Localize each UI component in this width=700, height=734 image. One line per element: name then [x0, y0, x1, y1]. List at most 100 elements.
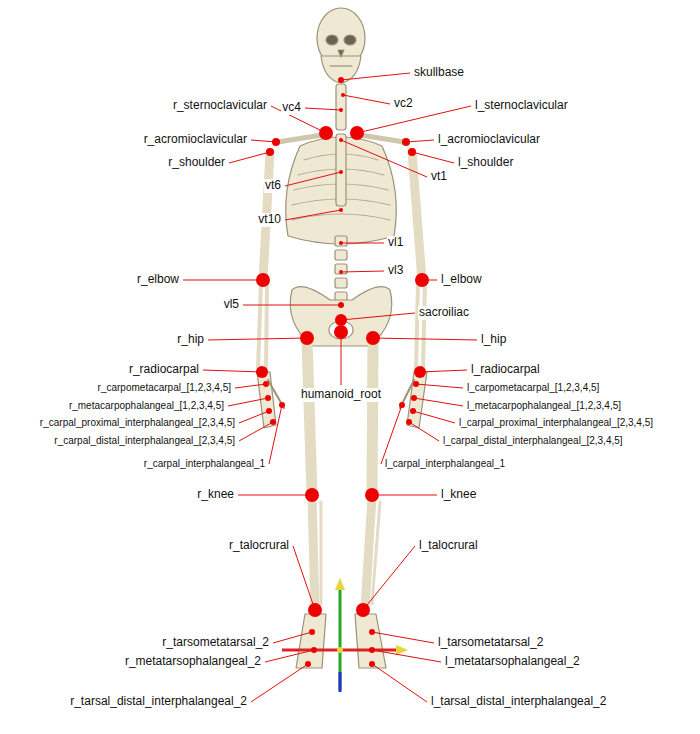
leader-line	[228, 398, 268, 406]
leader-line	[343, 95, 390, 104]
joint-label: l_metatarsophalangeal_2	[444, 655, 581, 669]
joint-label: vt1	[430, 170, 448, 184]
leader-line	[273, 632, 312, 643]
joint-dot	[266, 148, 274, 156]
joint-dot	[305, 488, 319, 502]
leader-line	[416, 384, 463, 388]
joint-dot	[369, 661, 375, 667]
leader-line	[305, 108, 341, 110]
joint-label: l_acromioclavicular	[437, 133, 541, 147]
joint-label: r_metacarpophalangeal_[1,2,3,4,5]	[68, 400, 225, 412]
leader-line	[341, 313, 415, 320]
leader-line	[341, 73, 410, 80]
leader-line	[341, 140, 427, 177]
joint-dot	[256, 273, 270, 287]
joint-label: r_tarsometatarsal_2	[161, 636, 270, 650]
joint-dot	[369, 647, 375, 653]
joint-label: r_hip	[176, 333, 205, 347]
leader-line	[238, 495, 312, 496]
leader-line	[229, 152, 270, 163]
joint-label: l_sternoclavicular	[474, 99, 569, 113]
joint-dot	[335, 314, 347, 326]
joint-dot	[341, 93, 345, 97]
joint-dot	[365, 488, 379, 502]
joint-label: vl3	[387, 264, 404, 278]
joint-label: l_carpal_proximal_interphalangeal_[2,3,4…	[458, 417, 654, 429]
joint-dot	[406, 419, 412, 425]
joint-label: vl1	[387, 236, 404, 250]
leader-line	[285, 210, 341, 220]
leader-line	[341, 332, 342, 385]
joint-dot	[410, 408, 416, 414]
leader-line	[420, 370, 467, 372]
leader-line	[251, 664, 308, 702]
joint-label: l_tarsal_distal_interphalangeal_2	[430, 695, 607, 709]
joint-label: humanoid_root	[300, 388, 382, 402]
joint-dot	[339, 138, 343, 142]
joint-label: l_hip	[480, 333, 507, 347]
leader-line	[372, 495, 437, 496]
leader-line	[208, 338, 307, 340]
joint-label: vc2	[393, 97, 414, 111]
joint-label: l_elbow	[440, 273, 483, 287]
joint-dot	[300, 331, 314, 345]
leader-line	[357, 106, 471, 133]
joint-label: l_tarsometatarsal_2	[437, 636, 544, 650]
joint-dot	[408, 148, 416, 156]
joint-label: r_metatarsophalangeal_2	[124, 655, 262, 669]
joint-label: vt6	[264, 179, 282, 193]
leader-line	[413, 411, 455, 423]
joint-label: r_carpal_distal_interphalangeal_[2,3,4,5…	[53, 435, 236, 447]
joint-dot	[265, 395, 271, 401]
joint-label: r_carpal_proximal_interphalangeal_[2,3,4…	[39, 417, 236, 429]
leader-line	[239, 411, 269, 423]
joint-dot	[414, 366, 426, 378]
joint-dot	[366, 331, 380, 345]
joint-label: vc4	[281, 101, 302, 115]
joint-dot	[402, 138, 410, 146]
leader-line	[414, 398, 463, 406]
joint-label: r_radiocarpal	[128, 363, 200, 377]
joint-dot	[369, 629, 375, 635]
leader-line	[269, 405, 282, 464]
joint-label: l_carpal_interphalangeal_1	[384, 458, 506, 470]
joint-label: r_elbow	[136, 273, 180, 287]
leader-line	[293, 546, 315, 610]
joint-dot	[338, 302, 344, 308]
joint-dot	[334, 325, 348, 339]
joint-dot	[319, 126, 333, 140]
leader-line	[341, 243, 384, 244]
joint-label: sacroiliac	[418, 306, 470, 320]
joint-label: r_shoulder	[167, 156, 226, 170]
joint-dot	[339, 208, 343, 212]
joint-dot	[339, 270, 343, 274]
leader-line	[412, 152, 454, 163]
leader-line	[265, 650, 314, 662]
joint-label: vl5	[223, 298, 240, 312]
joint-dot	[263, 381, 269, 387]
joint-label: vt10	[257, 213, 282, 227]
joint-label: r_tarsal_distal_interphalangeal_2	[69, 695, 248, 709]
leader-line	[372, 650, 441, 662]
joint-label: l_knee	[440, 488, 477, 502]
joint-dot	[350, 126, 364, 140]
leader-line	[341, 271, 384, 272]
joint-dot	[272, 138, 280, 146]
joint-dot	[305, 661, 311, 667]
joint-label: r_sternoclavicular	[172, 99, 268, 113]
joint-dot	[311, 647, 317, 653]
joint-dot	[308, 603, 322, 617]
leader-line	[372, 632, 434, 643]
leader-line	[409, 422, 439, 441]
leader-line	[243, 305, 341, 306]
leader-line	[363, 546, 415, 610]
joint-label: r_carpometacarpal_[1,2,3,4,5]	[97, 382, 232, 394]
joint-dot	[309, 629, 315, 635]
joint-dot	[270, 419, 276, 425]
joint-label: l_shoulder	[457, 156, 514, 170]
leader-line	[373, 338, 477, 340]
joint-dot	[415, 273, 429, 287]
joint-dot	[339, 108, 343, 112]
joint-label: l_radiocarpal	[470, 363, 541, 377]
